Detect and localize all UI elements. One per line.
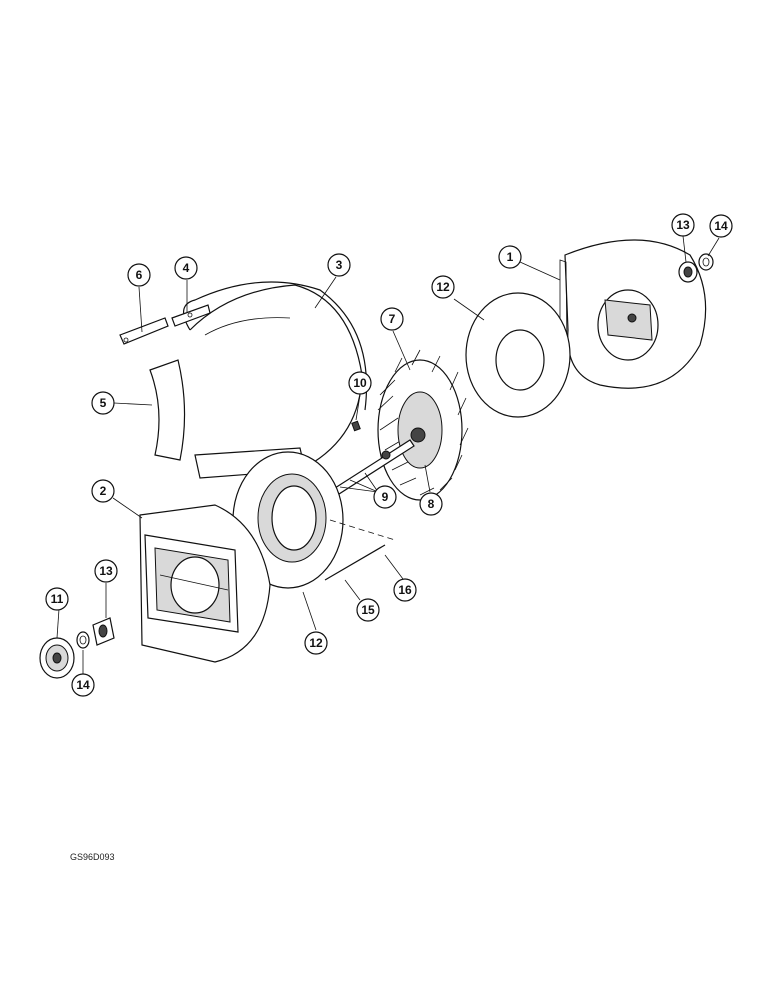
leader-lines bbox=[56, 235, 720, 680]
callout-4: 4 bbox=[174, 256, 198, 280]
svg-text:9: 9 bbox=[382, 490, 389, 504]
callout-8: 8 bbox=[419, 492, 443, 516]
nut-upper bbox=[698, 253, 714, 271]
callout-14-upper: 14 bbox=[709, 214, 733, 238]
svg-text:14: 14 bbox=[714, 219, 728, 233]
figure-reference-code: GS96D093 bbox=[70, 852, 115, 862]
svg-text:7: 7 bbox=[389, 312, 396, 326]
bearing-lower bbox=[92, 617, 115, 646]
callout-6: 6 bbox=[127, 263, 151, 287]
callout-3: 3 bbox=[327, 253, 351, 277]
svg-text:3: 3 bbox=[336, 258, 343, 272]
svg-text:12: 12 bbox=[309, 636, 323, 650]
rod-16 bbox=[329, 519, 396, 541]
svg-text:6: 6 bbox=[136, 268, 143, 282]
callout-7: 7 bbox=[380, 307, 404, 331]
svg-text:14: 14 bbox=[76, 678, 90, 692]
svg-text:1: 1 bbox=[507, 250, 514, 264]
cutoff-plate bbox=[149, 359, 186, 461]
svg-text:12: 12 bbox=[436, 280, 450, 294]
rod-15 bbox=[324, 544, 386, 581]
ring-gasket-upper bbox=[465, 292, 571, 418]
svg-text:11: 11 bbox=[51, 592, 64, 606]
nut-lower bbox=[76, 631, 90, 649]
callout-14-lower: 14 bbox=[71, 673, 95, 697]
callout-12-lower: 12 bbox=[304, 631, 328, 655]
callout-13-lower: 13 bbox=[94, 559, 118, 583]
pulley bbox=[39, 637, 75, 679]
svg-text:8: 8 bbox=[428, 497, 435, 511]
callout-16: 16 bbox=[393, 578, 417, 602]
svg-text:10: 10 bbox=[353, 376, 367, 390]
callout-15: 15 bbox=[356, 598, 380, 622]
bracket-4 bbox=[171, 304, 211, 327]
callout-5: 5 bbox=[91, 391, 115, 415]
callout-13-upper: 13 bbox=[671, 213, 695, 237]
svg-text:5: 5 bbox=[100, 396, 107, 410]
rear-housing-plate bbox=[559, 239, 707, 389]
svg-text:13: 13 bbox=[99, 564, 113, 578]
front-housing-plate bbox=[139, 504, 271, 663]
callout-10: 10 bbox=[348, 371, 372, 395]
callout-11: 11 bbox=[45, 587, 69, 611]
svg-text:4: 4 bbox=[183, 261, 190, 275]
callout-12-upper: 12 bbox=[431, 275, 455, 299]
callout-2: 2 bbox=[91, 479, 115, 503]
svg-text:2: 2 bbox=[100, 484, 107, 498]
svg-text:15: 15 bbox=[361, 603, 375, 617]
scroll-housing bbox=[183, 281, 368, 471]
svg-text:13: 13 bbox=[676, 218, 690, 232]
bearing-upper bbox=[678, 261, 698, 283]
callout-9: 9 bbox=[373, 485, 397, 509]
blower-wheel bbox=[377, 349, 469, 501]
bracket-6 bbox=[119, 317, 169, 345]
callout-1: 1 bbox=[498, 245, 522, 269]
key bbox=[351, 420, 361, 432]
svg-text:16: 16 bbox=[398, 583, 412, 597]
